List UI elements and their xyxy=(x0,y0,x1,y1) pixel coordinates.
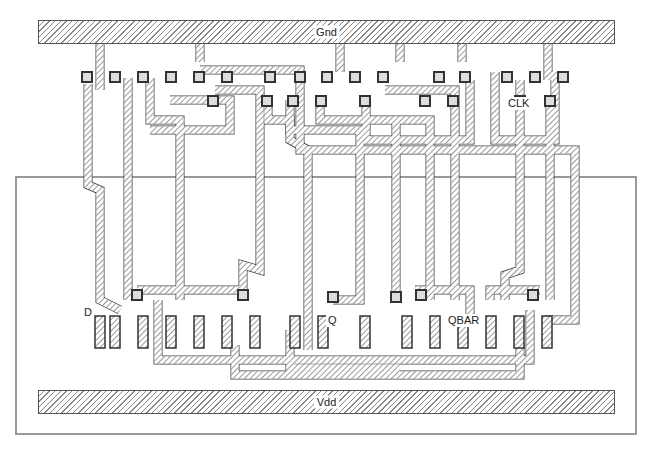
rail-name: Vdd xyxy=(314,396,340,409)
signal-name: CLK xyxy=(506,97,531,110)
rail-name: Gnd xyxy=(313,26,340,39)
power-rail: Vdd xyxy=(38,390,615,414)
signal-name: D xyxy=(82,306,94,319)
signal-name: QBAR xyxy=(446,314,481,327)
power-rail: Gnd xyxy=(38,20,615,44)
signal-name: Q xyxy=(326,314,339,327)
